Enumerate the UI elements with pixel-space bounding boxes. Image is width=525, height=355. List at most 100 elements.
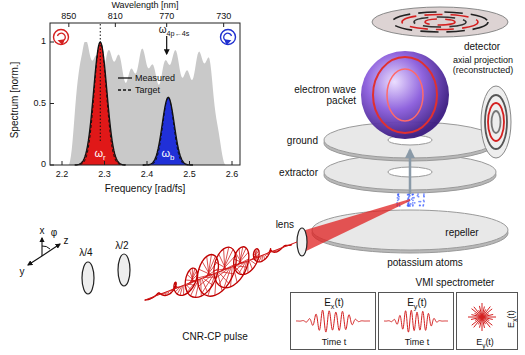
gray-spectrum bbox=[68, 42, 225, 165]
icon-arrow bbox=[58, 33, 66, 41]
atom-dot bbox=[409, 195, 411, 197]
wave-packet-sphere bbox=[361, 51, 449, 139]
axis-name: z bbox=[64, 235, 69, 246]
pulse-field bbox=[145, 242, 297, 300]
waveplate bbox=[118, 254, 130, 286]
tick-label: 2.4 bbox=[141, 170, 154, 180]
polarization-icon bbox=[221, 30, 236, 45]
atom-dot bbox=[419, 205, 421, 207]
x-tick bbox=[189, 161, 190, 165]
axis-title: Frequency [rad/fs] bbox=[105, 183, 186, 194]
atom-dot bbox=[418, 201, 420, 203]
atom-dot bbox=[414, 202, 416, 204]
focused-beam bbox=[302, 199, 410, 253]
detector-ring bbox=[392, 12, 488, 32]
field-star-spoke bbox=[474, 307, 482, 317]
field-vector bbox=[199, 269, 211, 275]
spectrum-plot bbox=[50, 23, 240, 165]
wave-packet bbox=[361, 51, 449, 139]
field-vector bbox=[215, 262, 227, 269]
atom-dot bbox=[412, 193, 414, 195]
atom-dot bbox=[412, 194, 414, 196]
atom-dot bbox=[423, 196, 425, 198]
electron-flight-arrow bbox=[409, 150, 412, 194]
waveplate bbox=[82, 262, 94, 294]
axis-arrow bbox=[28, 256, 42, 265]
y-tick bbox=[50, 42, 54, 43]
legend-sample bbox=[118, 75, 132, 81]
y-tick bbox=[50, 165, 54, 166]
atom-dot bbox=[397, 194, 399, 196]
inset-panel: Ex(t) Time t bbox=[290, 292, 376, 350]
field-star-spoke bbox=[472, 317, 482, 325]
field-vector bbox=[183, 285, 184, 295]
inset-panel: Ey(t)Time t bbox=[378, 292, 454, 350]
axis-name: x bbox=[40, 225, 45, 236]
part-label: CNR-CP pulse bbox=[182, 331, 247, 342]
beam-axis bbox=[145, 242, 297, 300]
tick-label: 810 bbox=[108, 12, 123, 22]
legend-text: Target bbox=[135, 85, 160, 95]
part-label: ground bbox=[287, 135, 318, 146]
legend-sample-line bbox=[118, 77, 132, 78]
x-tick bbox=[232, 161, 233, 165]
part-label: axial projection (reconstructed) bbox=[445, 56, 521, 76]
part-label: VMI spectrometer bbox=[416, 277, 495, 288]
panel-text: Time t bbox=[405, 338, 430, 348]
axis-name: y bbox=[20, 266, 25, 277]
legend-sample-line bbox=[118, 89, 132, 90]
tick-label: 2.2 bbox=[56, 170, 69, 180]
atom-dot bbox=[412, 204, 414, 206]
atom-dot bbox=[423, 193, 425, 195]
x-tick bbox=[147, 161, 148, 165]
atom-dot bbox=[417, 193, 419, 195]
detector-ring bbox=[414, 17, 466, 27]
panel-text: Time t bbox=[322, 338, 347, 348]
axis-arrow bbox=[41, 238, 42, 256]
transition-arrow bbox=[166, 36, 167, 54]
legend-item: Measured bbox=[118, 72, 175, 84]
field-star-spoke bbox=[482, 317, 490, 327]
frequency-label: ωr bbox=[94, 147, 105, 159]
axis-title: Spectrum [norm.] bbox=[9, 62, 20, 139]
tick-label: 2.3 bbox=[98, 170, 111, 180]
atom-dot bbox=[412, 202, 414, 204]
ex-waveform bbox=[296, 310, 370, 332]
panel-text: Ey(t) bbox=[476, 338, 494, 348]
atom-dot bbox=[397, 193, 399, 195]
atom-dot bbox=[407, 205, 409, 207]
frequency-label: ωb bbox=[162, 147, 175, 159]
tick-label: 730 bbox=[216, 12, 231, 22]
tick-label: 850 bbox=[61, 12, 76, 22]
plot-frame bbox=[50, 23, 240, 165]
panel-text: Ex(t) bbox=[324, 297, 344, 308]
atom-dot bbox=[398, 196, 400, 198]
detector-ring bbox=[425, 19, 455, 25]
part-label: electron wave packet bbox=[288, 84, 356, 106]
tick-label: 2.5 bbox=[183, 170, 196, 180]
atom-dot bbox=[423, 204, 425, 206]
wave-packet-ring bbox=[387, 69, 423, 121]
tick-label: 770 bbox=[159, 12, 174, 22]
atom-dot bbox=[423, 195, 425, 197]
y-tick bbox=[50, 103, 54, 104]
tick-label: 0.5 bbox=[33, 99, 46, 109]
atom-dot bbox=[408, 203, 410, 205]
projection-ring bbox=[485, 95, 507, 149]
tick-label: 1 bbox=[41, 37, 46, 47]
vmi-spectrometer bbox=[302, 7, 511, 253]
target-blue bbox=[143, 97, 193, 165]
wave-packet-ring bbox=[373, 57, 437, 133]
tick-label: 0 bbox=[41, 160, 46, 170]
legend-text: Measured bbox=[135, 73, 175, 83]
lens-shape bbox=[297, 228, 307, 256]
detector-screen bbox=[372, 7, 508, 37]
ey-waveform bbox=[384, 310, 448, 332]
atom-dot bbox=[397, 195, 399, 197]
atom-dot bbox=[398, 193, 400, 195]
icon-ring bbox=[221, 30, 236, 45]
part-label: potassium atoms bbox=[387, 257, 463, 268]
measured-blue bbox=[143, 97, 193, 165]
